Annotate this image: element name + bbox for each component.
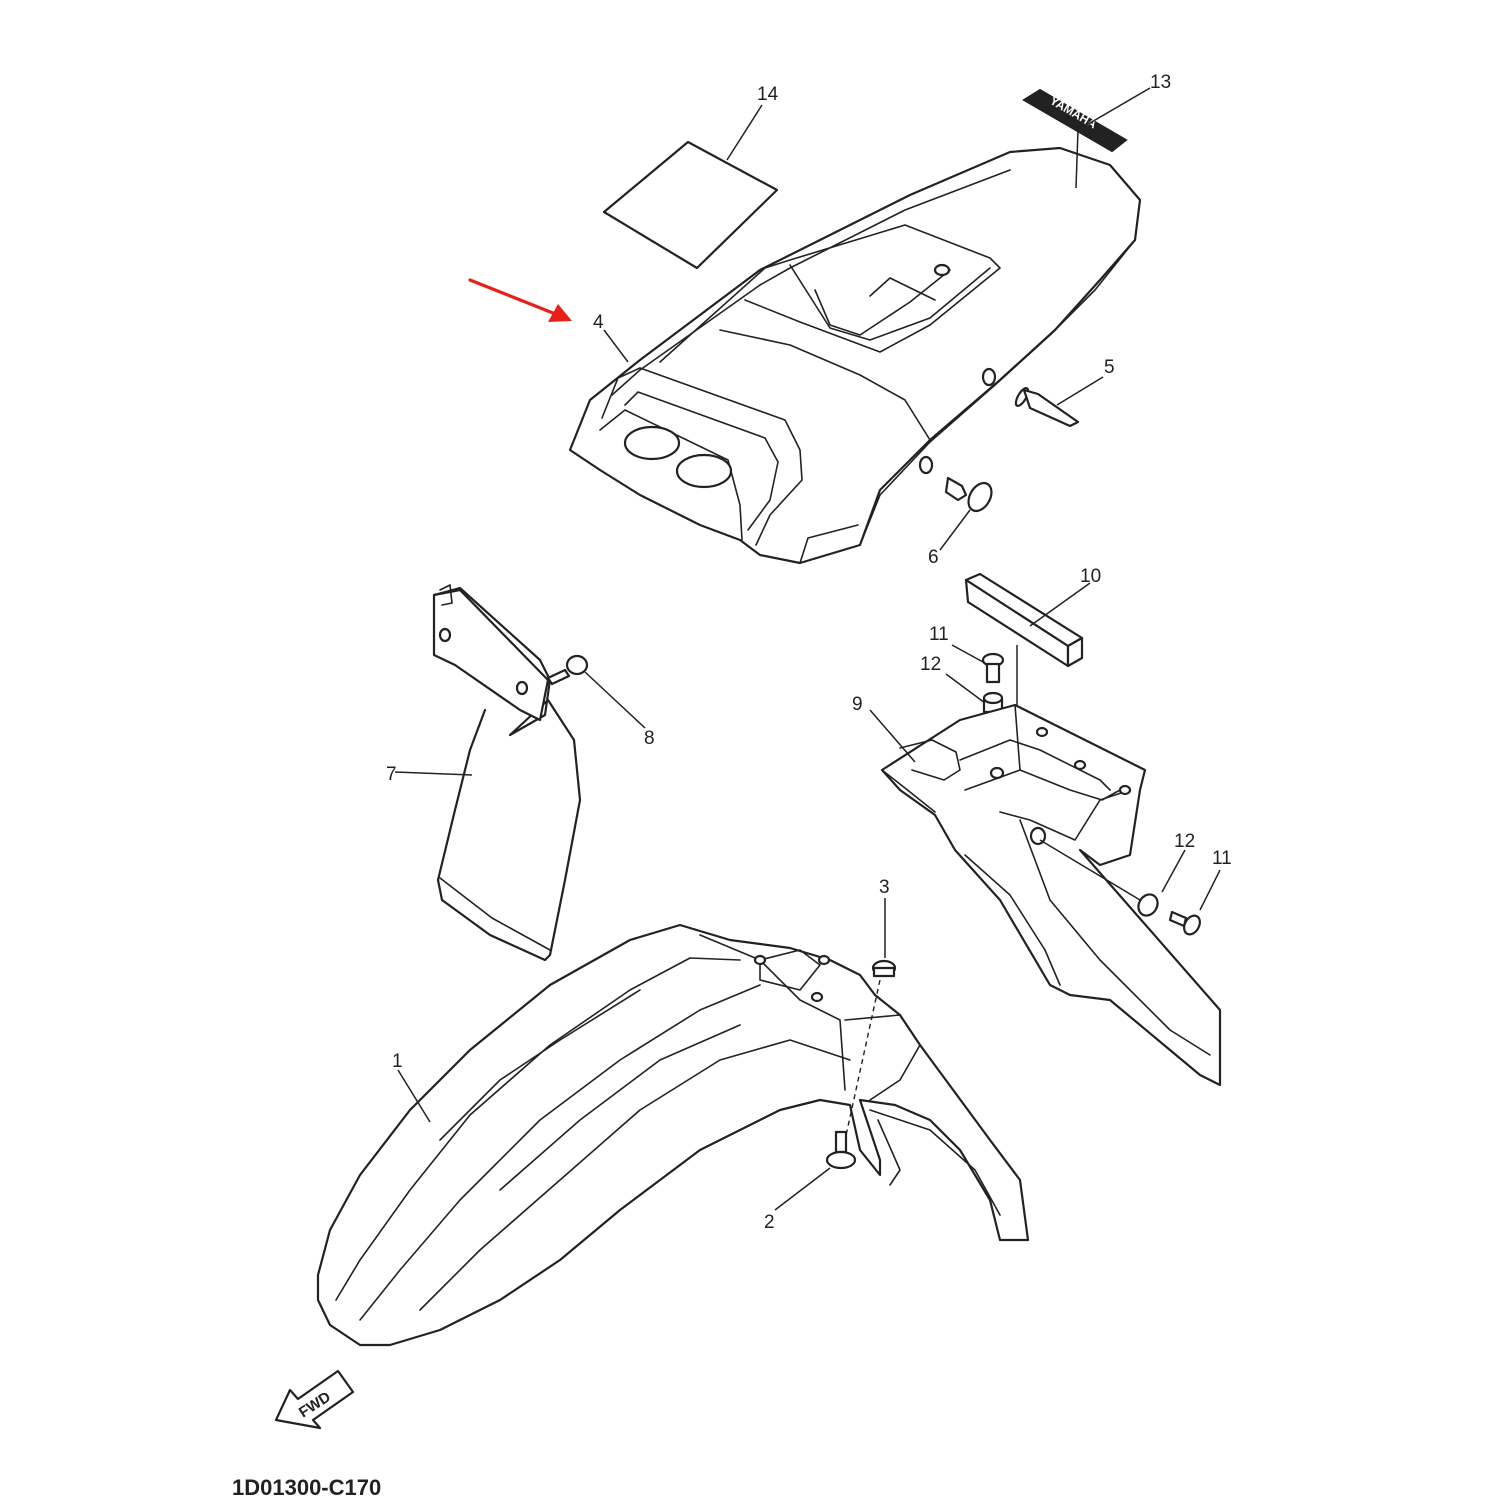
callout-11-lower: 11 — [1212, 848, 1232, 869]
part-3-nut — [871, 959, 897, 978]
callout-6: 6 — [928, 547, 939, 568]
callout-5: 5 — [1104, 357, 1115, 378]
callout-14: 14 — [757, 84, 779, 105]
part-11-bolt-lower — [1168, 910, 1201, 936]
callout-7: 7 — [386, 764, 397, 785]
part-2-screw — [825, 1130, 857, 1170]
callout-2: 2 — [764, 1212, 775, 1233]
callout-4: 4 — [593, 312, 604, 333]
callout-1: 1 — [392, 1051, 403, 1072]
fwd-arrow-icon: FWD — [274, 1369, 355, 1430]
leader-lines — [394, 87, 1221, 1211]
part-11-bolt-upper — [981, 652, 1005, 684]
part-4-rear-cover — [568, 146, 1142, 565]
red-arrow-icon — [468, 278, 572, 322]
callout-13: 13 — [1150, 72, 1171, 93]
part-9-bracket — [880, 703, 1222, 1087]
part-12-collar-upper — [982, 691, 1004, 714]
drawing-code: 1D01300-C170 — [232, 1475, 381, 1500]
part-12-collar-lower — [1137, 893, 1159, 917]
part-10-block — [964, 572, 1084, 668]
part-8-bolt — [546, 654, 589, 686]
part-14-sheet — [602, 140, 779, 270]
part-7-mud-flap — [432, 584, 582, 962]
callout-8: 8 — [644, 728, 655, 749]
part-6-screw — [944, 476, 993, 513]
callout-3: 3 — [879, 877, 890, 898]
part-1-front-fender — [316, 923, 1030, 1347]
part-5-rivet — [1014, 387, 1080, 428]
callout-11-upper: 11 — [929, 624, 949, 645]
callout-12-upper: 12 — [920, 654, 941, 675]
callout-12-lower: 12 — [1174, 831, 1195, 852]
callout-10: 10 — [1080, 566, 1101, 587]
callout-labels: 1 2 3 4 5 6 7 8 9 10 11 12 11 12 13 14 — [386, 72, 1232, 1233]
part-13-emblem-decal: YAMAHA — [1022, 88, 1128, 153]
callout-9: 9 — [852, 694, 863, 715]
